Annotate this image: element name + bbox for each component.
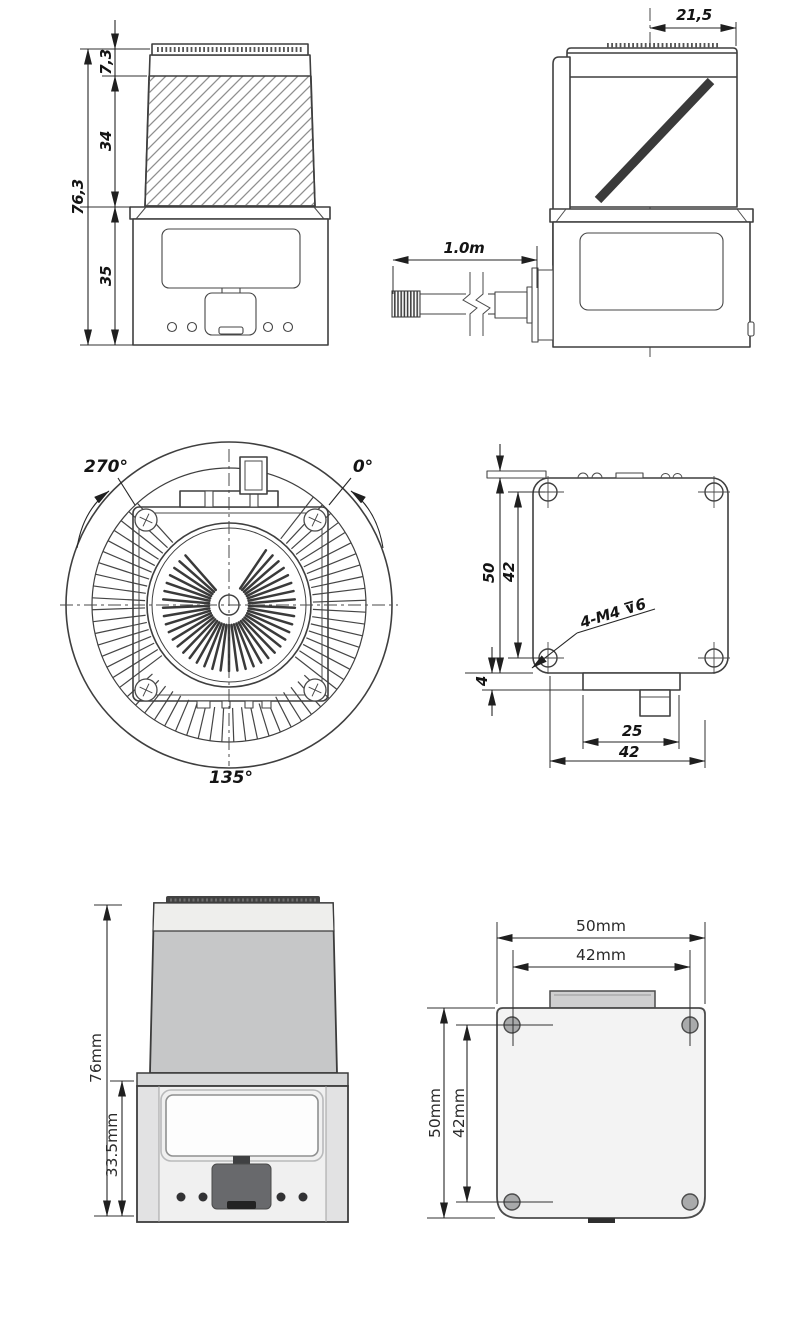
render-indicator-dot [276, 1192, 286, 1202]
cable-break-mark [475, 272, 491, 336]
render-mount-plate [496, 1007, 706, 1219]
dim-hole-spacing-v: 42 [500, 562, 518, 583]
bottom-tab [582, 672, 681, 691]
optics-sunburst [161, 549, 297, 673]
indicator-hole [186, 321, 198, 333]
cable-plug [494, 291, 528, 319]
render-bottom-view: 50mm 42mm 50mm 42mm [426, 917, 706, 1223]
window-stripe [594, 77, 715, 204]
dim-window-height: 34 [97, 131, 115, 151]
angle-right-label: 0° [353, 457, 373, 477]
side-view-dimensions: 1.0m 21,5 [392, 6, 737, 294]
scanner-dome-side [552, 43, 738, 266]
render-plate-tab [588, 1218, 615, 1223]
indicator-hole [166, 321, 178, 333]
dim-render-hole-spacing-v: 42mm [450, 1088, 468, 1138]
render-base [136, 1072, 349, 1223]
top-view-drawing: 270° 0° 135° [60, 441, 398, 788]
dim-total-height: 76,3 [69, 179, 87, 215]
front-window [161, 228, 301, 289]
angle-left-label: 270° [84, 457, 128, 477]
bottom-connector [639, 689, 671, 717]
plate-bottom-tabs [196, 700, 272, 709]
render-connector-tab [233, 1156, 250, 1167]
side-bump [747, 321, 755, 337]
scanner-base-front [129, 206, 331, 346]
dim-base-height: 35 [97, 266, 115, 286]
front-view-drawing: 7,3 34 35 76,3 [69, 20, 331, 346]
render-indicator-dot [176, 1192, 186, 1202]
dim-cable-length: 1.0m [443, 239, 484, 257]
scanner-base-side [549, 208, 755, 348]
render-dome [149, 896, 338, 1074]
cable-assembly [391, 267, 554, 343]
plate-lip [486, 470, 547, 479]
cable-break-mark [462, 272, 478, 336]
dim-tab-height: 4 [473, 676, 491, 687]
render-front-dimensions: 76mm 33.5mm [87, 904, 134, 1217]
indicator-hole [262, 321, 274, 333]
dim-render-width: 50mm [576, 917, 626, 935]
render-indicator-dot [198, 1192, 208, 1202]
mount-holes [532, 476, 730, 674]
render-plate-connector [549, 990, 656, 1009]
render-indicator-dot [298, 1192, 308, 1202]
dim-cap-height: 7,3 [97, 49, 115, 75]
dim-render-hole-spacing-h: 42mm [576, 946, 626, 964]
render-bottom-dimensions: 50mm 42mm 50mm 42mm [426, 917, 706, 1219]
dim-center-offset: 21,5 [676, 6, 712, 24]
scan-angle-annotations: 270° 0° 135° [76, 457, 384, 788]
side-view-drawing: 1.0m 21,5 [391, 6, 755, 360]
cable-gland-ring [526, 286, 533, 324]
angle-bottom-label: 135° [209, 768, 253, 788]
render-mount-hole [681, 1193, 699, 1211]
render-connector-notch [227, 1201, 256, 1209]
cable-gland-mount [537, 269, 554, 341]
dim-render-base-height: 33.5mm [103, 1113, 121, 1178]
render-window [165, 1094, 319, 1157]
dim-hole-spacing-h: 42 [618, 743, 639, 761]
plate-top-bumps [577, 472, 683, 479]
indicator-hole [282, 321, 294, 333]
scanner-dome-front [144, 43, 316, 207]
dim-connector-width: 25 [622, 722, 642, 740]
mount-view-drawing: 50 42 4 25 42 4-M4 ⊽6 [465, 444, 730, 768]
front-connector [204, 292, 257, 336]
render-front-view: 76mm 33.5mm [87, 896, 349, 1223]
dim-plate-height: 50 [480, 563, 498, 583]
side-window [579, 232, 724, 311]
corner-screws [134, 508, 327, 702]
cable-stripped-end [391, 290, 421, 318]
front-view-dimensions: 7,3 34 35 76,3 [69, 20, 150, 346]
dim-render-height: 50mm [426, 1088, 444, 1138]
dim-render-total-height: 76mm [87, 1033, 105, 1083]
mount-plate [532, 477, 729, 674]
connector-notch [218, 326, 244, 335]
base-plate-inner [138, 512, 323, 696]
